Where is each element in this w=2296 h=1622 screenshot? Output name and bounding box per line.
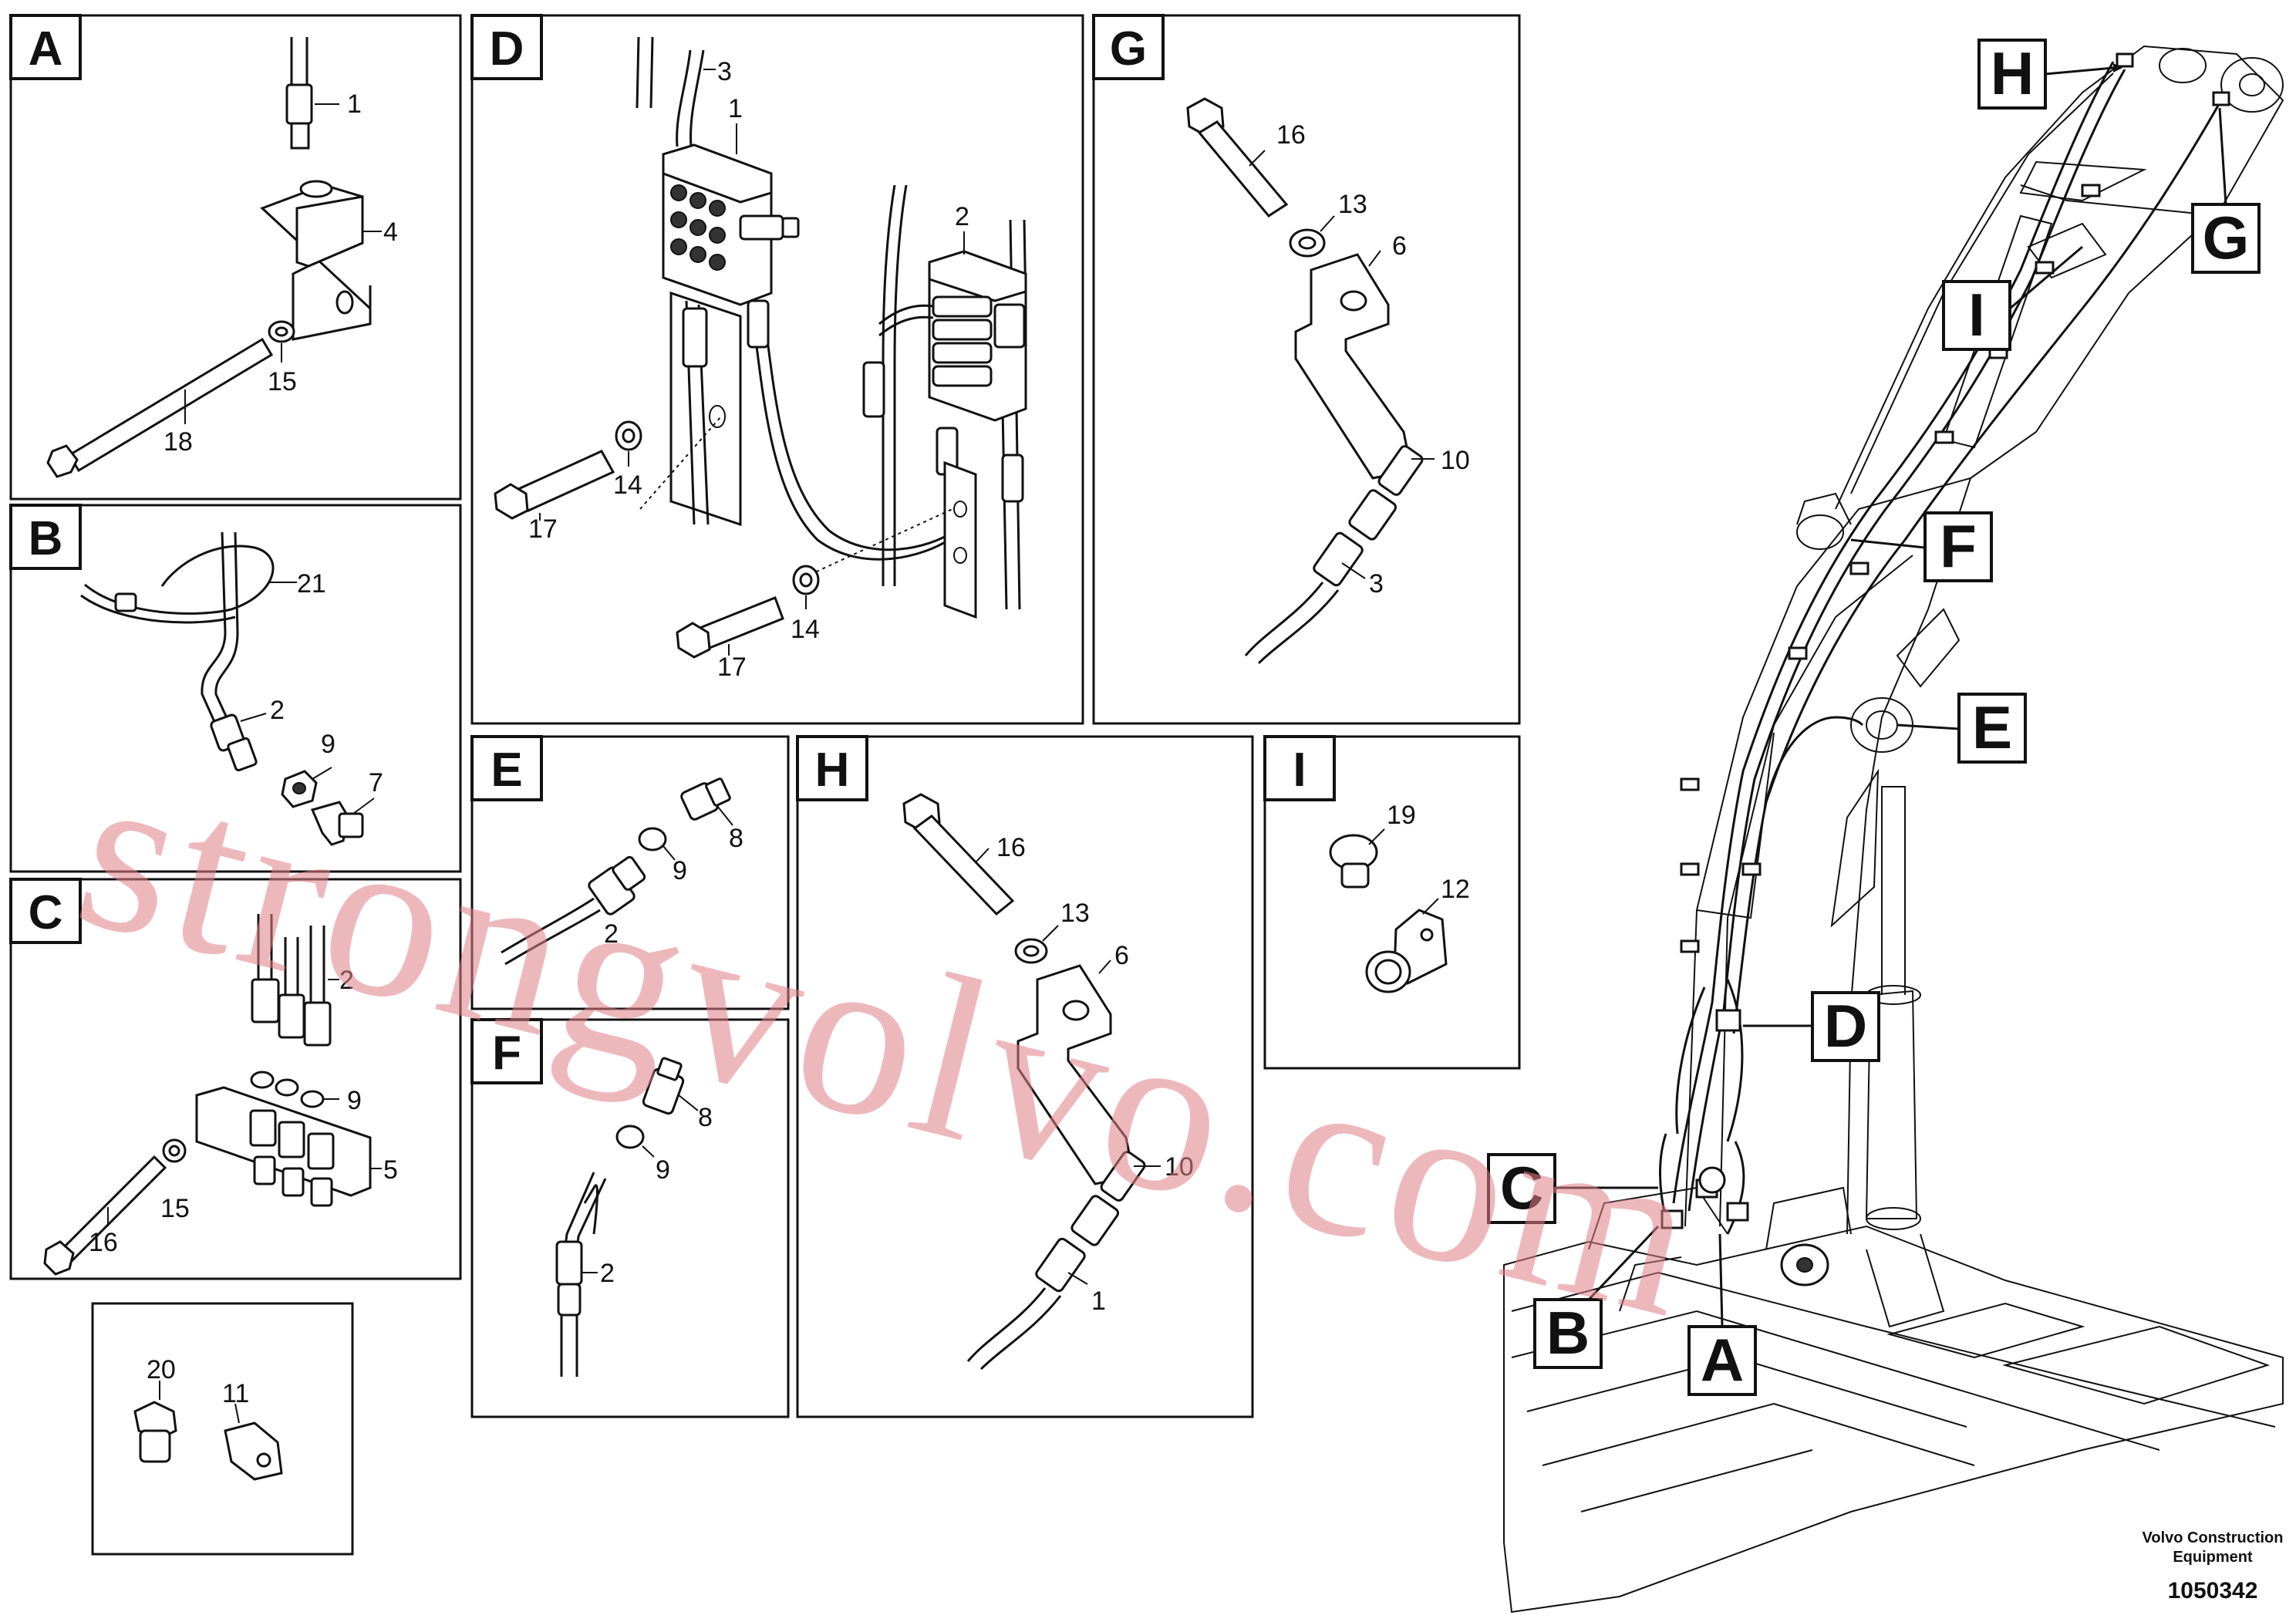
callout-e-8: 8 bbox=[729, 824, 743, 853]
callout-a-1: 1 bbox=[347, 89, 362, 119]
panel-c: C 2 9 5 15 16 bbox=[9, 878, 462, 1280]
callout-g-10: 10 bbox=[1441, 446, 1470, 475]
callout-loose-11: 11 bbox=[222, 1379, 249, 1408]
callout-c-16: 16 bbox=[89, 1228, 118, 1257]
panel-d: D bbox=[470, 14, 1084, 725]
overview-label-i: I bbox=[1968, 281, 1985, 349]
callout-h-13: 13 bbox=[1060, 899, 1090, 928]
footer-company-line1: Volvo Construction bbox=[2143, 1529, 2284, 1546]
footer-company-line2: Equipment bbox=[2173, 1549, 2253, 1566]
panel-f: F 8 9 2 bbox=[470, 1018, 790, 1418]
panel-h-letter: H bbox=[815, 744, 850, 797]
callout-c-9: 9 bbox=[347, 1086, 362, 1115]
callout-c-5: 5 bbox=[383, 1155, 398, 1185]
callout-b-21: 21 bbox=[297, 569, 326, 599]
callout-h-10: 10 bbox=[1165, 1152, 1194, 1182]
callout-f-8: 8 bbox=[698, 1103, 713, 1132]
panel-e-letter: E bbox=[491, 744, 522, 797]
callout-b-9: 9 bbox=[321, 730, 335, 759]
footer: Volvo Construction Equipment 1050342 bbox=[2143, 1529, 2284, 1603]
callout-i-19: 19 bbox=[1387, 801, 1416, 830]
callout-f-2: 2 bbox=[600, 1259, 615, 1288]
overview-label-e: E bbox=[1972, 693, 2012, 761]
callout-g-3: 3 bbox=[1369, 569, 1384, 599]
callout-h-6: 6 bbox=[1114, 941, 1129, 970]
callout-g-13: 13 bbox=[1338, 190, 1367, 219]
callout-g-6: 6 bbox=[1392, 231, 1407, 261]
callout-d-3: 3 bbox=[717, 57, 732, 86]
callout-b-2: 2 bbox=[270, 696, 285, 725]
overview-labels: H G I F E D C B A bbox=[1487, 39, 2261, 1396]
panel-i-letter: I bbox=[1293, 744, 1306, 797]
callout-loose-20: 20 bbox=[147, 1355, 176, 1384]
callout-a-4: 4 bbox=[383, 218, 398, 247]
panel-d-letter: D bbox=[490, 22, 524, 76]
callout-b-7: 7 bbox=[369, 768, 383, 798]
panel-c-letter: C bbox=[29, 886, 63, 939]
callout-f-9: 9 bbox=[656, 1155, 670, 1185]
callout-d-14-left: 14 bbox=[613, 470, 642, 500]
panel-i: I 19 12 bbox=[1263, 735, 1521, 1070]
panel-g: G 16 13 6 10 3 bbox=[1092, 14, 1521, 725]
overview-label-f: F bbox=[1940, 512, 1977, 580]
callout-h-16: 16 bbox=[996, 833, 1026, 862]
overview-label-d: D bbox=[1824, 992, 1867, 1060]
callout-e-2: 2 bbox=[604, 919, 619, 949]
panel-b-letter: B bbox=[29, 512, 63, 565]
callout-a-15: 15 bbox=[268, 367, 297, 396]
panel-h: H 16 13 6 10 1 bbox=[796, 735, 1254, 1418]
callout-a-18: 18 bbox=[164, 427, 193, 457]
overview-machine bbox=[1503, 45, 2284, 1614]
overview-label-b: B bbox=[1546, 1299, 1590, 1367]
callout-h-1: 1 bbox=[1091, 1286, 1106, 1316]
panel-f-letter: F bbox=[492, 1027, 521, 1080]
panel-e: E 8 9 2 bbox=[470, 735, 790, 1010]
callout-d-2: 2 bbox=[955, 202, 969, 231]
panel-loose: 20 11 bbox=[91, 1302, 354, 1556]
footer-drawing-number: 1050342 bbox=[2168, 1578, 2258, 1603]
panel-g-letter: G bbox=[1110, 22, 1147, 76]
callout-c-2: 2 bbox=[339, 966, 354, 995]
callout-c-15: 15 bbox=[160, 1194, 190, 1223]
overview-label-c: C bbox=[1500, 1154, 1543, 1222]
callout-d-17-left: 17 bbox=[528, 514, 558, 544]
panel-a-letter: A bbox=[29, 22, 63, 76]
callout-d-17-right: 17 bbox=[717, 653, 747, 682]
overview-label-g: G bbox=[2203, 204, 2250, 271]
callout-d-1: 1 bbox=[728, 94, 743, 123]
overview-label-a: A bbox=[1701, 1326, 1744, 1394]
panel-a: A 1 4 15 18 bbox=[9, 14, 462, 501]
callout-i-12: 12 bbox=[1441, 875, 1470, 904]
overview-label-h: H bbox=[1991, 39, 2034, 107]
callout-g-16: 16 bbox=[1276, 120, 1306, 150]
callout-e-9: 9 bbox=[673, 856, 687, 885]
callout-d-14-right: 14 bbox=[791, 615, 820, 644]
panel-b: B 21 2 9 7 bbox=[9, 504, 462, 873]
